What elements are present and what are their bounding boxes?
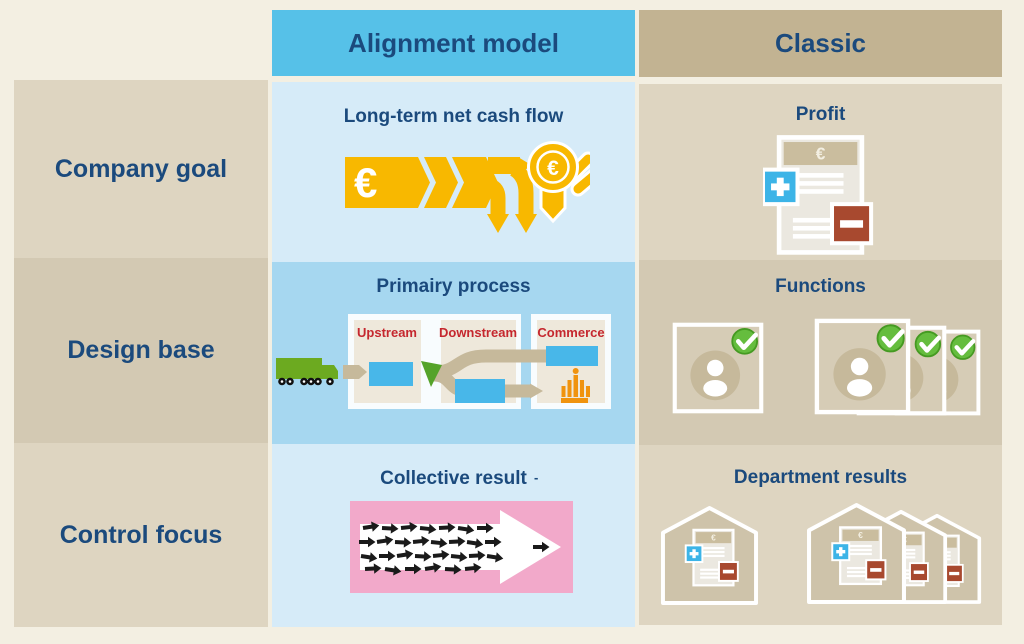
- row-label-control-focus: Control focus: [14, 443, 268, 627]
- truck-icon: [276, 358, 338, 386]
- downstream-label: Downstream: [439, 325, 517, 340]
- process-step-boxes: [369, 346, 598, 403]
- alignment-model-header: Alignment model: [272, 10, 635, 76]
- cell-control-focus-alignment: Collective result: [272, 444, 635, 627]
- euro-symbol: €: [354, 159, 377, 206]
- stray-dash: -: [534, 470, 539, 485]
- cashflow-sankey-illustration: € €: [345, 141, 590, 233]
- inbound-arrow-icon: [343, 365, 367, 379]
- green-split-triangle-icon: [421, 361, 442, 387]
- profit-illustration: [763, 135, 878, 256]
- department-results-title: Department results: [733, 467, 908, 488]
- small-arrows-group: [359, 521, 550, 576]
- profit-title: Profit: [795, 104, 846, 125]
- crown-icon: [561, 368, 590, 403]
- commerce-label: Commerce: [537, 325, 604, 340]
- primary-process-illustration: Upstream Downstream Commerce: [276, 314, 611, 409]
- functions-illustration: [656, 312, 1008, 442]
- classic-header-label: Classic: [774, 28, 867, 58]
- department-results-illustration: [655, 498, 1007, 610]
- alignment-model-header-label: Alignment model: [348, 27, 559, 58]
- control-focus-label: Control focus: [59, 520, 223, 549]
- euro-coin-icon: €: [527, 141, 590, 224]
- row-label-design-base: Design base: [14, 258, 268, 443]
- collective-result-illustration: [350, 501, 573, 593]
- cashflow-title: Long-term net cash flow: [343, 106, 564, 127]
- classic-header: Classic: [639, 10, 1002, 77]
- functions-title: Functions: [775, 276, 866, 297]
- design-base-label: Design base: [67, 336, 215, 364]
- row-label-company-goal: Company goal: [14, 80, 268, 258]
- company-goal-label: Company goal: [54, 154, 228, 183]
- upstream-label: Upstream: [357, 325, 417, 340]
- collective-result-title: Collective result: [380, 468, 527, 489]
- primary-process-title: Primairy process: [376, 276, 531, 297]
- euro-symbol: €: [547, 157, 559, 180]
